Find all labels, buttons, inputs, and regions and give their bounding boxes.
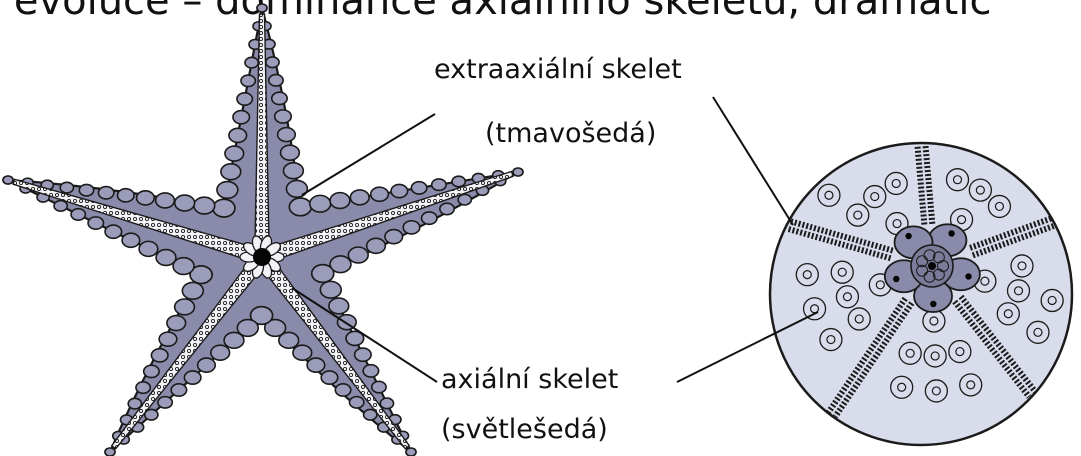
leader-line-extraaxial-urchin xyxy=(713,97,793,225)
urchin-gonopore xyxy=(905,233,911,239)
starfish-marginal-plate xyxy=(307,358,325,372)
starfish-marginal-plate xyxy=(122,233,140,247)
starfish-mouth xyxy=(253,248,271,266)
urchin-gonopore xyxy=(965,273,971,279)
starfish-marginal-plate xyxy=(233,111,250,124)
starfish-marginal-plate xyxy=(348,247,368,263)
starfish-marginal-plate xyxy=(213,199,235,217)
starfish-marginal-plate xyxy=(158,397,172,408)
urchin-gonopore xyxy=(893,276,899,282)
starfish-marginal-plate xyxy=(137,191,155,205)
starfish-marginal-plate xyxy=(175,195,195,211)
starfish-marginal-plate xyxy=(167,316,186,331)
starfish-marginal-plate xyxy=(224,332,244,348)
label-extraaxial-color: (tmavošedá) xyxy=(485,118,656,150)
starfish-marginal-plate xyxy=(3,176,13,184)
label-extraaxial-skeleton: extraaxiální skelet xyxy=(434,54,682,86)
starfish-marginal-plate xyxy=(241,75,255,86)
starfish-marginal-plate xyxy=(105,225,122,238)
starfish-marginal-plate xyxy=(88,217,103,229)
starfish-marginal-plate xyxy=(266,57,279,68)
urchin-gonopore xyxy=(930,301,936,307)
starfish-marginal-plate xyxy=(173,258,194,275)
starfish-marginal-plate xyxy=(198,358,216,372)
starfish-marginal-plate xyxy=(371,187,389,201)
starfish-marginal-plate xyxy=(98,187,113,199)
starfish-marginal-plate xyxy=(440,203,454,214)
starfish-marginal-plate xyxy=(229,128,247,142)
starfish-marginal-plate xyxy=(136,382,150,393)
starfish-marginal-plate xyxy=(452,176,465,187)
starfish-marginal-plate xyxy=(171,384,186,396)
starfish-marginal-plate xyxy=(156,193,175,208)
starfish-marginal-plate xyxy=(385,230,403,244)
starfish-marginal-plate xyxy=(391,184,408,197)
starfish-marginal-plate xyxy=(105,448,115,456)
sea-urchin-illustration xyxy=(770,143,1072,445)
starfish-marginal-plate xyxy=(151,349,168,362)
starfish-marginal-plate xyxy=(194,197,215,214)
starfish-marginal-plate xyxy=(182,282,203,299)
starfish-marginal-plate xyxy=(237,93,252,105)
starfish-marginal-plate xyxy=(349,397,363,408)
starfish-marginal-plate xyxy=(272,92,287,104)
starfish-marginal-plate xyxy=(321,371,338,384)
starfish-marginal-plate xyxy=(159,332,177,346)
starfish-marginal-plate xyxy=(284,163,304,179)
starfish-marginal-plate xyxy=(380,398,393,409)
starfish-marginal-plate xyxy=(156,250,176,266)
starfish-marginal-plate xyxy=(330,193,350,209)
starfish-marginal-plate xyxy=(221,164,241,180)
starfish-marginal-plate xyxy=(329,298,349,314)
starfish-marginal-plate xyxy=(278,128,296,142)
starfish-marginal-plate xyxy=(257,4,267,12)
starfish-marginal-plate xyxy=(312,265,334,283)
urchin-gonopore xyxy=(948,230,954,236)
starfish-marginal-plate xyxy=(139,241,158,256)
starfish-marginal-plate xyxy=(422,212,437,224)
starfish-marginal-plate xyxy=(245,57,258,68)
starfish-marginal-plate xyxy=(54,201,67,212)
starfish-marginal-plate xyxy=(128,398,141,409)
starfish-marginal-plate xyxy=(293,345,312,360)
starfish-marginal-plate xyxy=(367,238,386,253)
starfish-marginal-plate xyxy=(144,365,159,377)
label-axial-color: (světlešedá) xyxy=(441,414,608,446)
starfish-marginal-plate xyxy=(411,182,426,194)
starfish-marginal-plate xyxy=(117,189,134,202)
urchin-anus xyxy=(928,262,936,270)
starfish-marginal-plate xyxy=(184,371,201,384)
starfish-marginal-plate xyxy=(350,190,369,205)
starfish-marginal-plate xyxy=(175,299,195,315)
starfish-marginal-plate xyxy=(289,198,311,216)
starfish-marginal-plate xyxy=(372,381,386,392)
starfish-marginal-plate xyxy=(71,209,85,220)
starfish-marginal-plate xyxy=(225,146,244,161)
starfish-marginal-plate xyxy=(458,194,471,205)
starfish-marginal-plate xyxy=(60,182,73,193)
starfish-marginal-plate xyxy=(279,332,299,348)
starfish-marginal-plate xyxy=(406,448,416,456)
starfish-marginal-plate xyxy=(217,182,238,199)
starfish-marginal-plate xyxy=(320,281,341,298)
starfish-marginal-plate xyxy=(79,184,93,195)
starfish-marginal-plate xyxy=(403,221,420,234)
starfish-marginal-plate xyxy=(269,75,283,86)
starfish-marginal-plate xyxy=(432,179,446,190)
starfish-marginal-plate xyxy=(363,365,378,377)
starfish-marginal-plate xyxy=(275,110,292,123)
label-axial-skeleton: axiální skelet xyxy=(441,364,618,396)
starfish-marginal-plate xyxy=(211,345,230,360)
starfish-marginal-plate xyxy=(513,168,523,176)
starfish-marginal-plate xyxy=(310,195,331,212)
starfish-marginal-plate xyxy=(355,348,372,361)
starfish-marginal-plate xyxy=(281,145,300,160)
starfish-marginal-plate xyxy=(335,384,350,396)
